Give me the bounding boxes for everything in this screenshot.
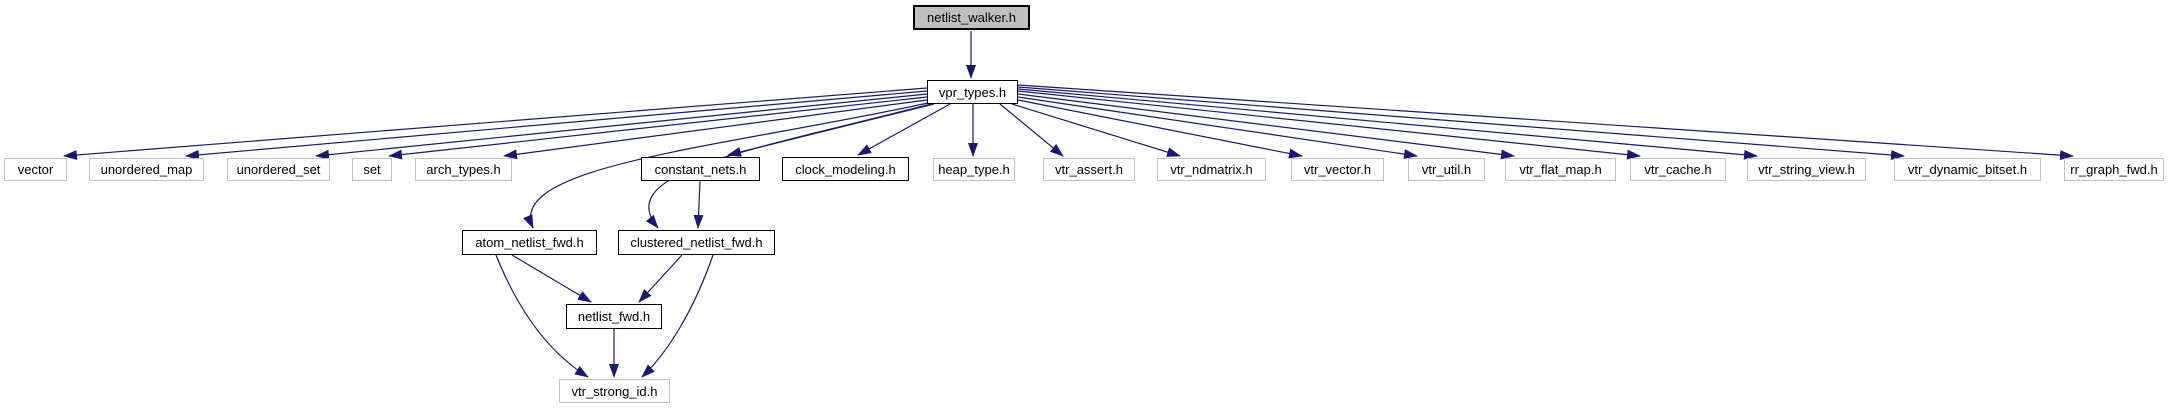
edge-vpr-types-to-vtr-ndmatrix (1011, 103, 1181, 157)
edge-vpr-types-to-rr-graph-fwd (1017, 84, 2074, 161)
edge-clustered-netlist-fwd-to-netlist-fwd (638, 254, 683, 303)
node-vtr-util: vtr_util.h (1408, 158, 1485, 181)
edge-vpr-types-to-clock-modeling (857, 103, 951, 156)
node-vtr-assert: vtr_assert.h (1043, 158, 1135, 181)
edge-vpr-types-to-vtr-util (1017, 96, 1418, 160)
node-vtr-flat-map: vtr_flat_map.h (1505, 158, 1616, 181)
node-netlist-fwd[interactable]: netlist_fwd.h (566, 304, 662, 329)
edge-constant-nets-to-clustered-netlist-fwd (693, 180, 704, 229)
node-vtr-cache: vtr_cache.h (1630, 158, 1726, 181)
node-atom-netlist-fwd[interactable]: atom_netlist_fwd.h (462, 230, 597, 255)
edge-atom-netlist-fwd-to-netlist-fwd (511, 254, 592, 303)
node-constant-nets[interactable]: constant_nets.h (641, 157, 760, 181)
node-vtr-vector: vtr_vector.h (1291, 158, 1384, 181)
node-vtr-string-view: vtr_string_view.h (1747, 158, 1866, 181)
node-rr-graph-fwd: rr_graph_fwd.h (2064, 158, 2164, 181)
node-vtr-strong-id: vtr_strong_id.h (559, 379, 670, 403)
node-set: set (352, 158, 392, 181)
edge-vpr-types-to-vtr-dynamic-bitset (1017, 86, 1905, 160)
node-clustered-netlist-fwd[interactable]: clustered_netlist_fwd.h (618, 230, 775, 255)
edge-vpr-types-to-vtr-flat-map (1017, 93, 1515, 160)
edge-vpr-types-to-vtr-string-view (1017, 88, 1758, 160)
node-heap-type: heap_type.h (933, 158, 1015, 181)
edge-vpr-types-to-vector (63, 87, 928, 160)
edge-vpr-types-to-vtr-vector (1017, 99, 1303, 159)
node-unordered-set: unordered_set (227, 158, 330, 181)
edge-vpr-types-to-constant-nets (727, 103, 935, 157)
edge-vpr-types-to-unordered-set (315, 93, 928, 160)
node-netlist-walker: netlist_walker.h (913, 5, 1030, 30)
edge-vpr-types-to-arch-types (503, 99, 928, 160)
node-arch-types: arch_types.h (415, 158, 512, 181)
node-vector: vector (4, 158, 67, 181)
edge-vpr-types-to-vtr-cache (1017, 90, 1641, 160)
node-vpr-types[interactable]: vpr_types.h (927, 80, 1018, 104)
edge-vpr-types-to-set (388, 96, 928, 160)
node-vtr-dynamic-bitset: vtr_dynamic_bitset.h (1894, 158, 2041, 181)
edge-vpr-types-to-unordered-map (185, 90, 928, 160)
edge-vpr-types-to-vtr-assert (999, 103, 1064, 157)
node-clock-modeling[interactable]: clock_modeling.h (782, 157, 909, 181)
node-vtr-ndmatrix: vtr_ndmatrix.h (1157, 158, 1266, 181)
node-unordered-map: unordered_map (89, 158, 204, 181)
